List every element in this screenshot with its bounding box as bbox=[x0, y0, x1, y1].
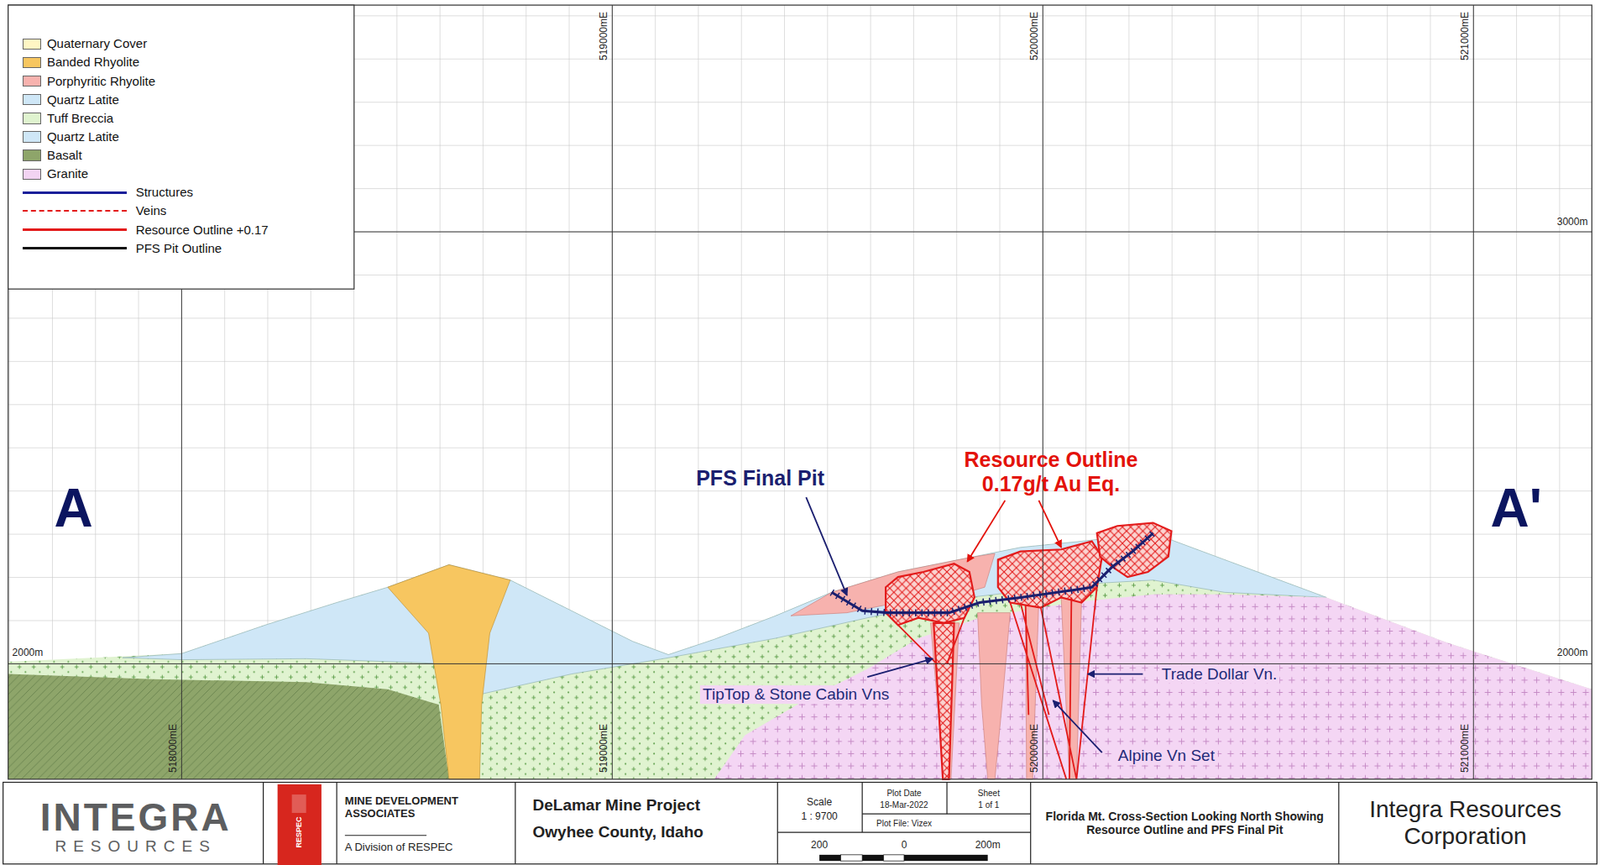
client-name: Integra Resources Corporation bbox=[1348, 795, 1584, 850]
easting-label: 520000mE bbox=[1029, 723, 1041, 773]
easting-label: 521000mE bbox=[1459, 11, 1472, 61]
vein-callout: TipTop & Stone Cabin Vns bbox=[700, 684, 892, 704]
legend-text: Basalt bbox=[47, 147, 83, 163]
easting-label: 521000mE bbox=[1459, 723, 1472, 773]
legend-text: Structures bbox=[135, 185, 194, 200]
grid-line bbox=[8, 533, 1593, 535]
vein-callout: Trade Dollar Vn. bbox=[1159, 664, 1281, 684]
easting-label: 519000mE bbox=[598, 723, 611, 773]
easting-label: 520000mE bbox=[1029, 11, 1041, 61]
date-heading: Plot Date bbox=[886, 788, 921, 799]
grid-line bbox=[611, 5, 613, 780]
file-name: Plot File: Vizex bbox=[876, 819, 932, 830]
grid-line bbox=[1558, 5, 1560, 780]
sheet-heading: Sheet bbox=[977, 788, 1000, 799]
grid-line bbox=[1516, 5, 1517, 780]
scale-bar-label: 200 bbox=[810, 839, 828, 852]
section-end: A' bbox=[1490, 477, 1543, 540]
legend-text: Quaternary Cover bbox=[47, 36, 147, 52]
scale-bar-label: 0 bbox=[901, 839, 908, 852]
grid-line bbox=[8, 663, 1593, 665]
legend-line bbox=[22, 191, 127, 194]
project-name: DeLamar Mine Project bbox=[533, 796, 701, 816]
sheet-title: Florida Mt. Cross-Section Looking North … bbox=[1037, 809, 1332, 837]
scale-value: 1 : 9700 bbox=[800, 810, 837, 823]
legend-swatch bbox=[22, 168, 42, 180]
legend-swatch bbox=[22, 57, 42, 68]
project-location: Owyhee County, Idaho bbox=[533, 822, 704, 842]
pit-callout: PFS Final Pit bbox=[695, 465, 825, 491]
scale-heading: Scale bbox=[806, 796, 832, 809]
grid-line bbox=[1473, 5, 1475, 780]
legend-swatch bbox=[22, 75, 42, 87]
grid-line bbox=[8, 317, 1593, 319]
elevation-label: 2000m bbox=[12, 647, 44, 659]
legend-text: Tuff Breccia bbox=[47, 110, 114, 126]
scale-bar-label: 200m bbox=[975, 839, 1001, 852]
legend-text: Granite bbox=[47, 167, 89, 182]
legend-text: Porphyritic Rhyolite bbox=[47, 73, 156, 89]
legend-text: Veins bbox=[135, 203, 168, 219]
legend-swatch bbox=[22, 94, 42, 105]
grid-line bbox=[1042, 5, 1044, 780]
easting-label: 519000mE bbox=[598, 11, 611, 61]
logo-text: RESPEC bbox=[294, 816, 304, 848]
legend-line bbox=[22, 246, 127, 250]
elevation-label: 2000m bbox=[1557, 647, 1589, 659]
resource-callout: Resource Outline 0.17g/t Au Eq. bbox=[946, 447, 1156, 497]
easting-label: 518000mE bbox=[167, 723, 180, 773]
legend-swatch bbox=[22, 149, 42, 161]
legend-swatch bbox=[22, 38, 42, 50]
company-note: A Division of RESPEC bbox=[345, 841, 454, 854]
vein-callout: Alpine Vn Set bbox=[1115, 746, 1218, 765]
grid-line bbox=[8, 576, 1593, 578]
grid-line bbox=[8, 360, 1593, 362]
sheet-value: 1 of 1 bbox=[977, 800, 999, 811]
elevation-label: 3000m bbox=[1557, 216, 1589, 229]
legend-text: Quartz Latite bbox=[47, 92, 120, 107]
legend-text: PFS Pit Outline bbox=[135, 240, 223, 256]
logo-text: RESOURCES bbox=[54, 836, 216, 856]
grid-line bbox=[8, 403, 1593, 405]
date-value: 18-Mar-2022 bbox=[879, 800, 928, 811]
legend-swatch bbox=[22, 112, 42, 124]
legend-line bbox=[22, 209, 127, 212]
legend-text: Banded Rhyolite bbox=[47, 55, 140, 70]
grid-line bbox=[8, 447, 1593, 449]
legend-text: Resource Outline +0.17 bbox=[135, 222, 269, 237]
section-end: A bbox=[53, 477, 93, 540]
logo-text: INTEGRA bbox=[40, 794, 232, 839]
company-name: MINE DEVELOPMENT ASSOCIATES bbox=[345, 794, 488, 821]
grid-line bbox=[8, 490, 1593, 492]
legend-line bbox=[22, 228, 127, 231]
legend-swatch bbox=[22, 130, 42, 142]
legend-text: Quartz Latite bbox=[47, 129, 120, 144]
